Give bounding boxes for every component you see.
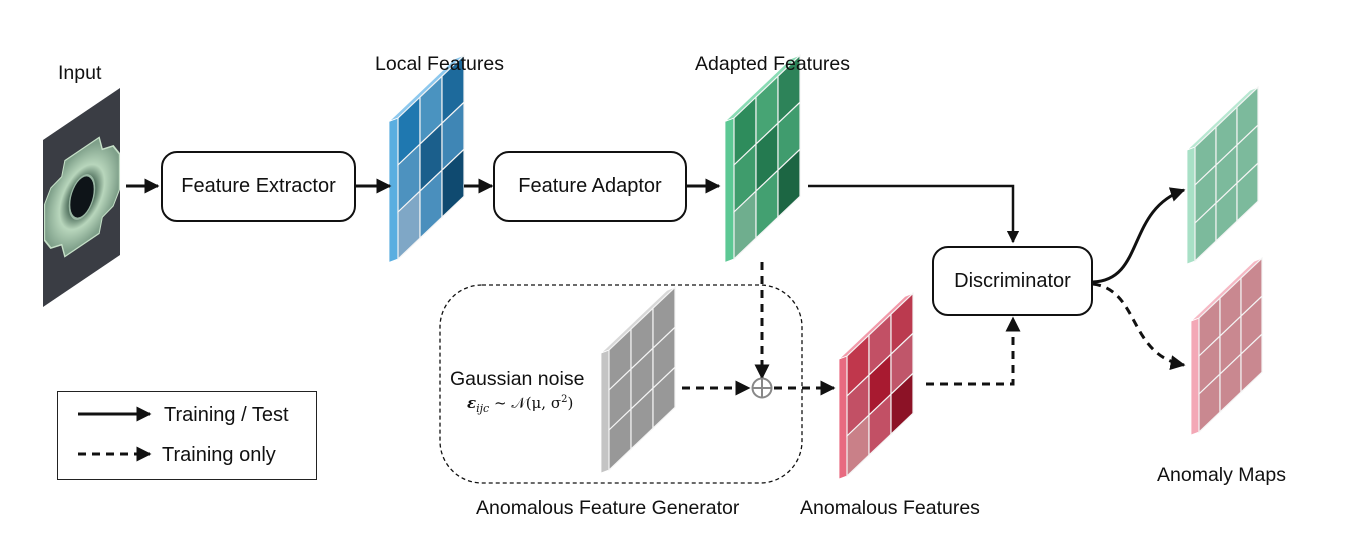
grid-side-face bbox=[724, 117, 735, 263]
sum-operator-icon bbox=[751, 377, 773, 399]
gaussian-noise-label: Gaussian noise bbox=[450, 368, 585, 390]
arrow-anomalous-to-discriminator bbox=[926, 316, 1021, 386]
legend: Training / Test Training only bbox=[57, 391, 317, 480]
grid-cell bbox=[652, 365, 676, 430]
feature-extractor-block: Feature Extractor bbox=[161, 151, 356, 222]
formula-superscript: 2 bbox=[561, 394, 568, 405]
formula-close: ) bbox=[567, 394, 574, 412]
anomaly-map-anomalous-grid bbox=[1190, 256, 1263, 436]
arrow-discriminator-to-anomaly-map bbox=[1092, 282, 1186, 370]
grid-side-face bbox=[838, 355, 848, 480]
input-label: Input bbox=[58, 62, 102, 84]
generator-label: Anomalous Feature Generator bbox=[476, 497, 740, 519]
legend-dashed-label: Training only bbox=[162, 444, 276, 466]
grid-cell bbox=[1240, 332, 1263, 394]
grid-cell bbox=[777, 147, 801, 219]
arrow-adapted-to-discriminator bbox=[808, 184, 1020, 244]
gear-part-icon bbox=[43, 136, 121, 258]
gaussian-noise-grid bbox=[600, 285, 676, 474]
anomaly-map-normal-grid bbox=[1186, 85, 1259, 265]
formula-epsilon: ε bbox=[467, 394, 477, 412]
local-features-grid bbox=[388, 53, 465, 263]
legend-solid-label: Training / Test bbox=[164, 404, 289, 426]
formula-distribution: ~ 𝒩(μ, σ bbox=[489, 394, 562, 412]
feature-adaptor-block: Feature Adaptor bbox=[493, 151, 687, 222]
grid-cell bbox=[441, 147, 465, 219]
formula-subscript: ijc bbox=[476, 402, 490, 415]
anomalous-features-grid bbox=[838, 291, 914, 480]
anomaly-maps-label: Anomaly Maps bbox=[1157, 464, 1286, 486]
noise-formula: εijc ~ 𝒩(μ, σ2) bbox=[467, 394, 573, 415]
local-features-label: Local Features bbox=[375, 53, 504, 75]
anomalous-features-label: Anomalous Features bbox=[800, 497, 980, 519]
grid-side-face bbox=[1190, 317, 1200, 436]
generator-container bbox=[439, 284, 803, 484]
grid-side-face bbox=[388, 117, 399, 263]
discriminator-block: Discriminator bbox=[932, 246, 1093, 316]
grid-side-face bbox=[1186, 146, 1196, 265]
adapted-features-grid bbox=[724, 53, 801, 263]
grid-side-face bbox=[600, 349, 610, 474]
adapted-features-label: Adapted Features bbox=[695, 53, 851, 75]
grid-cell bbox=[890, 371, 914, 436]
grid-cell bbox=[1236, 161, 1259, 223]
input-image bbox=[43, 88, 121, 307]
arrow-discriminator-to-normal-map bbox=[1092, 187, 1186, 284]
